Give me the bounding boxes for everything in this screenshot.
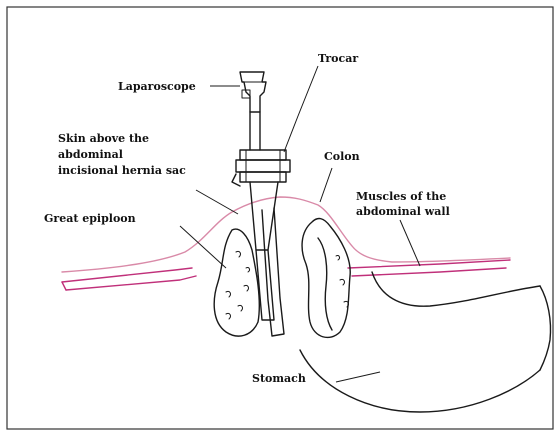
label-skin-line1: Skin above the [58,132,149,145]
label-trocar: Trocar [318,52,358,65]
trocar-leader [284,66,318,152]
colon-leader [320,168,332,202]
label-great-epiploon: Great epiploon [44,212,136,225]
laparoscope-icon [240,72,284,336]
epiploon-leader [180,226,226,268]
skin-leader [196,190,238,214]
great-epiploon-shape [214,229,259,336]
stomach-leader [336,372,380,382]
stomach-shape [300,272,551,412]
colon-shape [302,219,350,338]
trocar-icon [232,150,290,320]
label-skin-line3: incisional hernia sac [58,164,186,177]
label-stomach: Stomach [252,372,306,385]
label-colon: Colon [324,150,360,163]
label-muscles-line1: Muscles of the [356,190,446,203]
label-muscles-line2: abdominal wall [356,205,450,218]
abdominal-wall-muscle-left [62,268,196,290]
label-laparoscope: Laparoscope [118,80,196,93]
muscles-leader [400,220,420,266]
label-skin-line2: abdominal [58,148,123,161]
